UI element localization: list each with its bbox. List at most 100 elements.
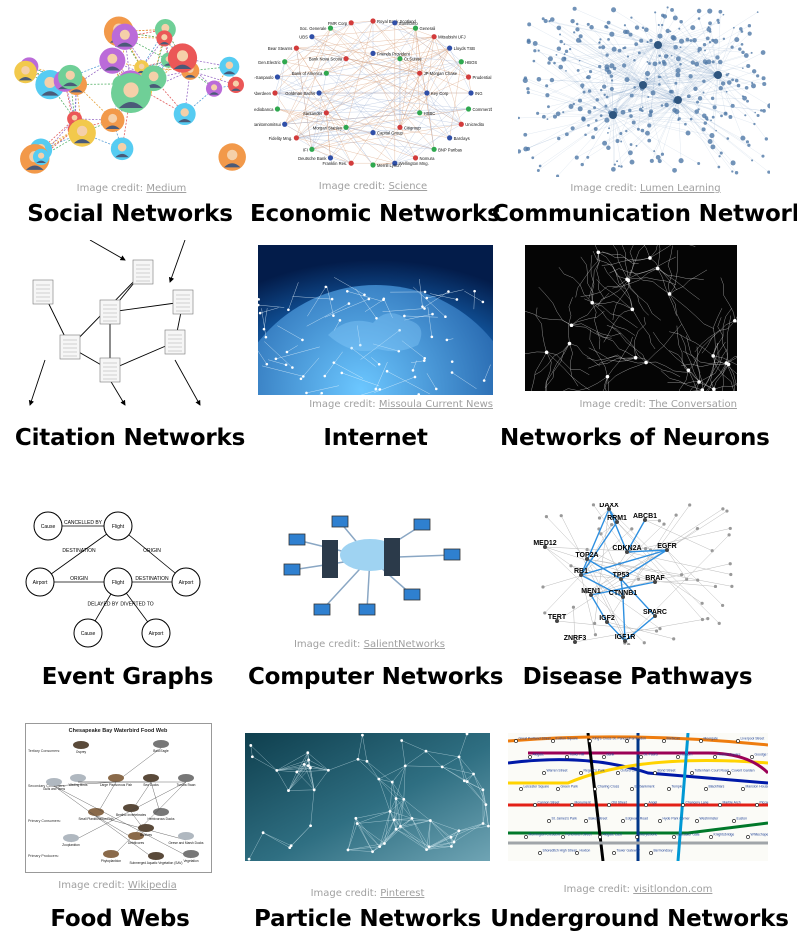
- particle: [295, 770, 299, 774]
- tier-label: Secondary Consumers:: [28, 784, 66, 788]
- species-label: Small Planktivorous Fish: [79, 817, 114, 821]
- particle: [346, 848, 350, 852]
- title-social-networks: Social Networks: [27, 201, 233, 227]
- credit-link-pinterest[interactable]: Pinterest: [380, 888, 425, 899]
- station: [690, 771, 694, 775]
- edge-label: DELAYED BY: [87, 602, 119, 608]
- computer: [358, 603, 376, 616]
- neuron-soma: [712, 387, 716, 391]
- tier-label: Primary Consumers:: [28, 819, 61, 823]
- event-node: [33, 511, 63, 541]
- gene-node: [555, 619, 559, 623]
- station-label: Russell Square: [718, 753, 741, 757]
- credit-prefix: Image credit:: [570, 183, 641, 194]
- station-label: King's Cross St. Pancras: [593, 737, 631, 741]
- bank-label: Nomura: [420, 156, 436, 161]
- bank-node: [282, 121, 288, 127]
- neuron-soma: [633, 355, 638, 360]
- neuron-soma: [569, 323, 574, 328]
- particle: [457, 829, 461, 833]
- station-label: Marylebone: [640, 833, 658, 837]
- node-label: Cause: [41, 524, 56, 530]
- particle: [390, 780, 394, 784]
- station: [561, 835, 565, 839]
- gene-label: MEN1: [581, 588, 601, 595]
- credit-link-salient[interactable]: SalientNetworks: [363, 639, 446, 650]
- station: [755, 803, 759, 807]
- credit-internet: Image credit: Missoula Current News: [258, 399, 493, 410]
- title-computer-networks: Computer Networks: [248, 664, 504, 690]
- station-label: Bond Street: [658, 769, 676, 773]
- station-label: Baker Street: [589, 817, 608, 821]
- particle: [394, 797, 398, 800]
- particle: [289, 844, 293, 848]
- bank-node: [392, 20, 398, 26]
- particle: [481, 822, 485, 825]
- gene-label: TOP2A: [575, 552, 598, 559]
- citation-network-image: [25, 240, 237, 410]
- station: [736, 739, 740, 743]
- species-label: Geese and Marsh Ducks: [168, 841, 203, 845]
- credit-prefix: Image credit:: [310, 888, 381, 899]
- species-label: Detritivores: [128, 841, 145, 845]
- bank-label: Mitsubishi UFJ: [438, 35, 465, 40]
- credit-link-conversation[interactable]: The Conversation: [649, 399, 737, 410]
- station: [727, 771, 731, 775]
- species-icon: [70, 774, 86, 782]
- station-label: Great Portland Street: [519, 737, 551, 741]
- credit-link-medium[interactable]: Medium: [146, 183, 187, 194]
- station-label: Hoxton: [580, 849, 591, 853]
- bank-label: Wellington Mng.: [399, 161, 429, 166]
- station-label: Mansion House: [746, 785, 769, 789]
- credit-link-missoula[interactable]: Missoula Current News: [378, 399, 493, 410]
- station: [667, 787, 671, 791]
- credit-link-lumen[interactable]: Lumen Learning: [640, 183, 721, 194]
- bank-node: [274, 74, 281, 80]
- bank-node: [465, 106, 472, 112]
- credit-link-wikipedia[interactable]: Wikipedia: [127, 880, 177, 891]
- title-internet: Internet: [323, 425, 428, 451]
- credit-link-visitlondon[interactable]: visitlondon.com: [633, 884, 713, 895]
- gene-node: [589, 593, 593, 597]
- server: [384, 538, 400, 576]
- particle: [306, 751, 310, 755]
- title-disease-pathways: Disease Pathways: [522, 664, 753, 690]
- credit-link-science[interactable]: Science: [388, 181, 428, 192]
- event-node: [73, 618, 103, 648]
- bank-node: [282, 59, 288, 65]
- station-label: Green Park: [561, 785, 579, 789]
- edge-label: DESTINATION: [135, 576, 169, 582]
- station-label: Blackfriars: [709, 785, 725, 789]
- bank-node: [431, 146, 437, 152]
- station-label: Bermondsey: [654, 849, 673, 853]
- gene-label: TP53: [613, 572, 630, 579]
- bank-label: Sumitomo: [399, 21, 419, 26]
- bank-node: [343, 124, 349, 130]
- gene-label: EGFR: [657, 543, 676, 550]
- computer: [283, 563, 301, 576]
- species-label: Herbivorous Ducks: [148, 817, 175, 821]
- particle: [308, 766, 312, 770]
- station-label: Marble Arch: [723, 801, 741, 805]
- neuron-soma: [711, 354, 716, 358]
- bank-node: [370, 18, 376, 24]
- station-label: Angel: [649, 801, 658, 805]
- station: [584, 819, 588, 823]
- bank-node: [431, 34, 437, 40]
- station-label: Tottenham Court Road: [695, 769, 729, 773]
- particle: [361, 733, 364, 737]
- gene-label: TERT: [548, 614, 567, 621]
- bank-node: [397, 56, 403, 62]
- station-label: Liverpool Street: [741, 737, 765, 741]
- bank-label: Generali: [420, 26, 436, 31]
- gene-node: [605, 620, 609, 624]
- station: [644, 803, 648, 807]
- station: [616, 771, 620, 775]
- event-node: [141, 618, 171, 648]
- station: [750, 755, 754, 759]
- bank-node: [370, 50, 376, 57]
- edge-label: ORIGIN: [143, 548, 161, 554]
- economic-network-image: Royal Bank ScotlandSumitomoGeneraliMitsu…: [254, 8, 492, 178]
- bank-label: Sanitomomitsui: [254, 122, 281, 127]
- station: [593, 787, 597, 791]
